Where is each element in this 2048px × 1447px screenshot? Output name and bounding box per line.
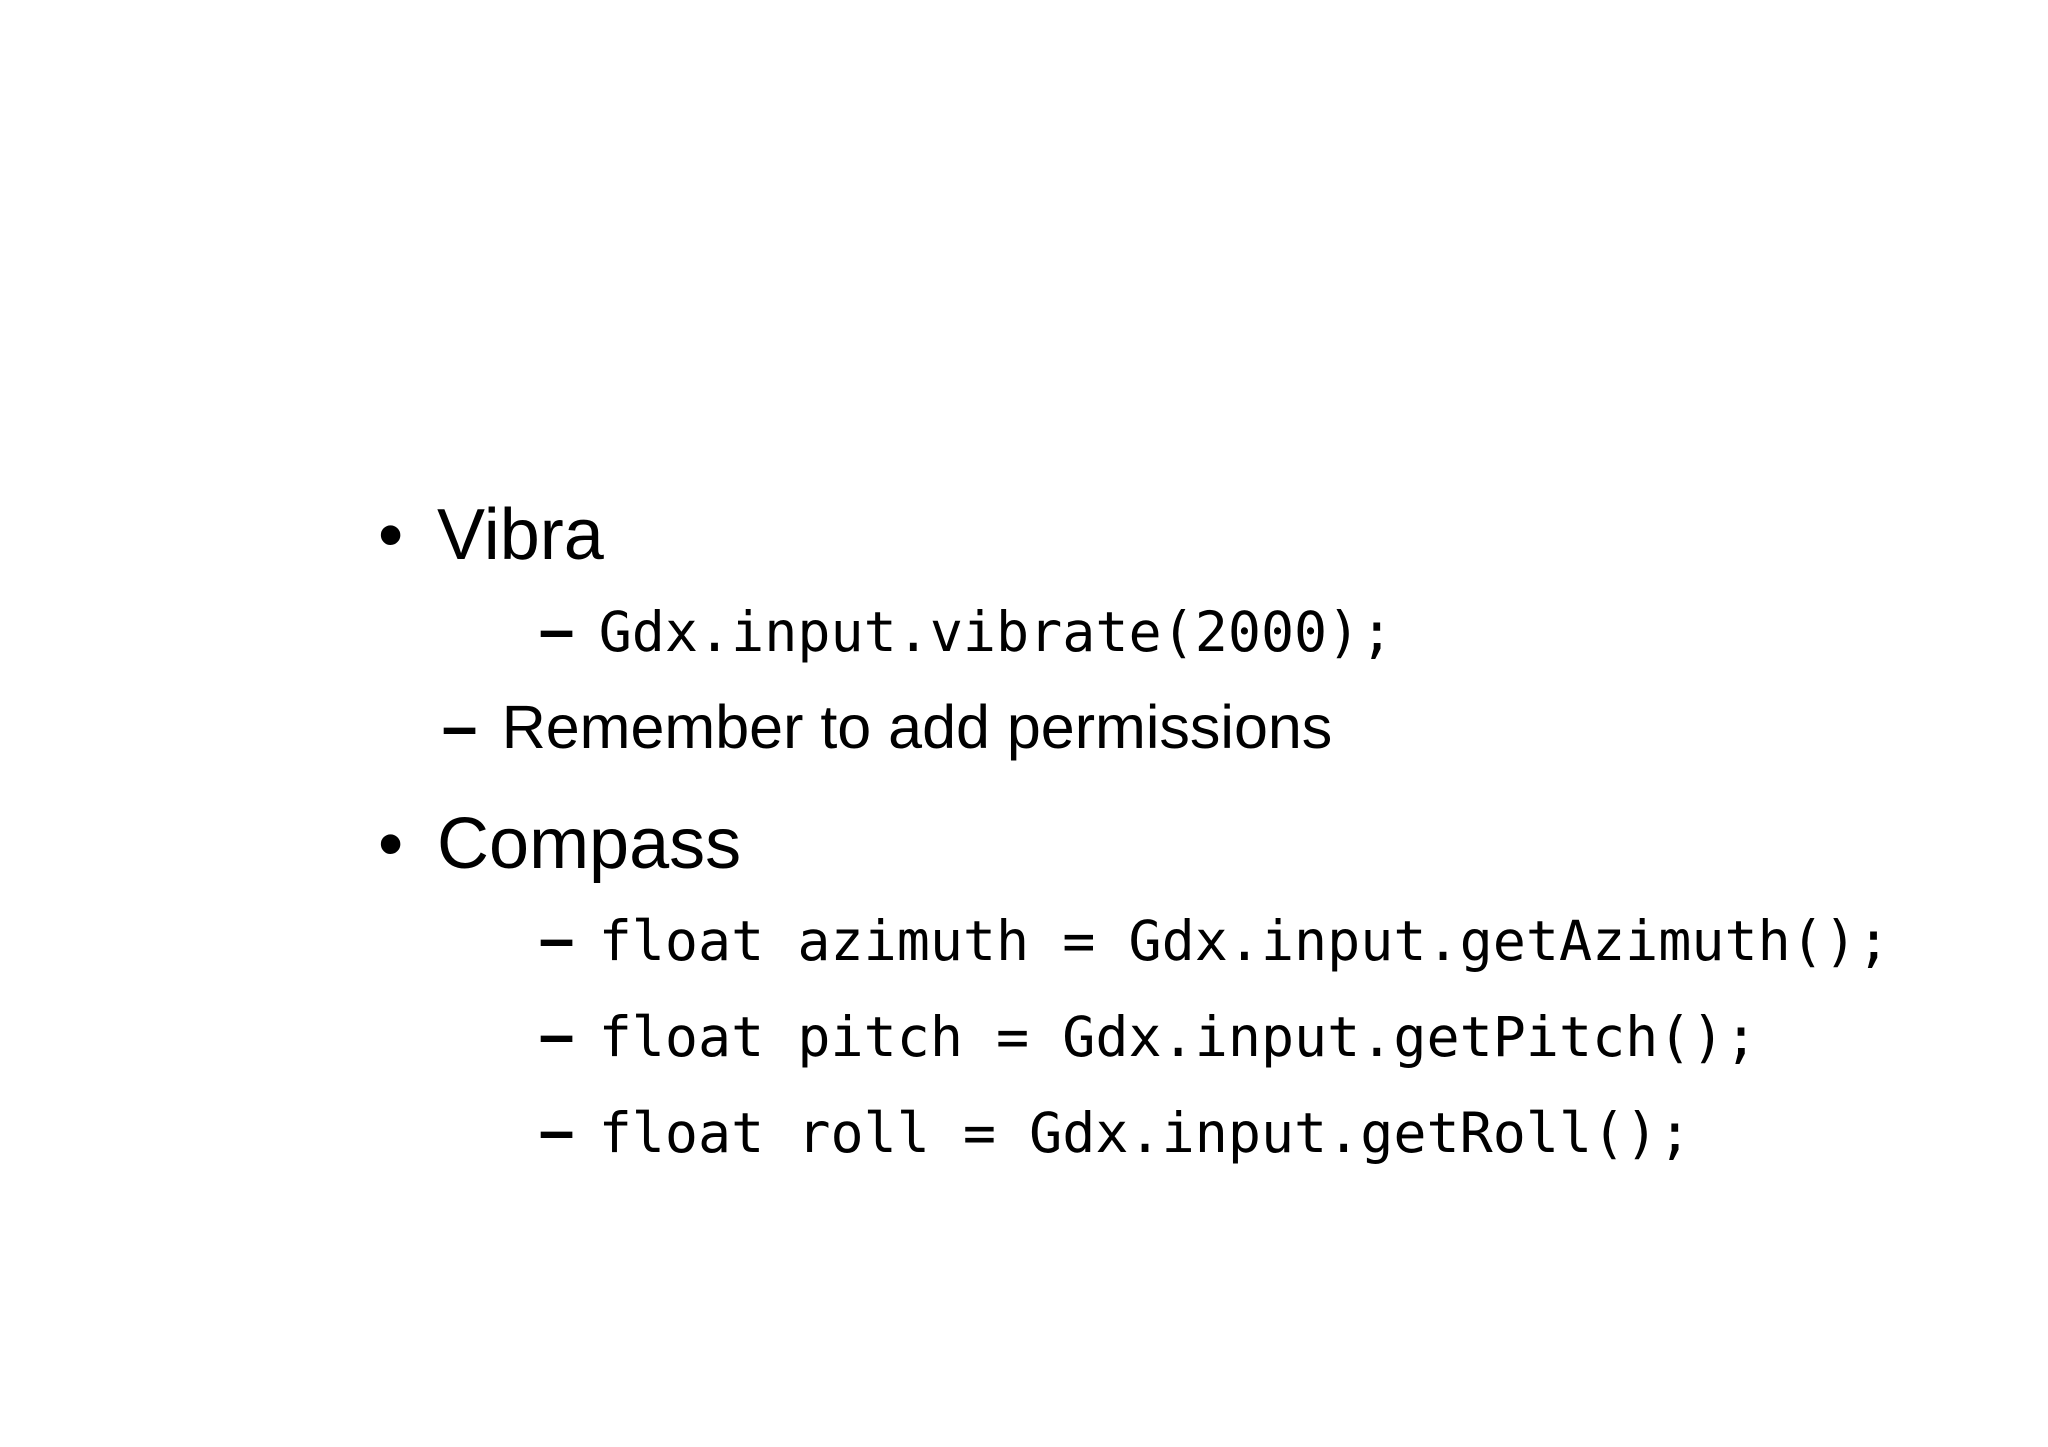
bullet-text: Compass (437, 804, 742, 884)
dash-marker-icon: – (441, 690, 478, 762)
sub-bullet-item-pitch-code: –float pitch = Gdx.input.getPitch(); (0, 890, 2048, 1070)
code-text: Gdx.input.vibrate(2000); (598, 600, 1394, 664)
sub-bullet-text: Remember to add permissions (501, 693, 1333, 761)
bullet-item-vibra: • Vibra (0, 385, 2048, 575)
dash-marker-icon: – (538, 1094, 575, 1166)
sub-bullet-item-permissions: –Remember to add permissions (0, 581, 2048, 762)
dash-marker-icon: – (538, 998, 575, 1070)
bullet-marker-icon: • (378, 804, 404, 884)
code-text: float roll = Gdx.input.getRoll(); (598, 1101, 1692, 1165)
bullet-list: •Vibra –Gdx.input.vibrate(2000); –Rememb… (0, 385, 2048, 1166)
dash-marker-icon: – (538, 902, 575, 974)
code-text: float azimuth = Gdx.input.getAzimuth(); (598, 909, 1891, 973)
bullet-text: Vibra (437, 495, 604, 575)
bullet-item-compass: • Compass (0, 694, 2048, 884)
sub-bullet-item-azimuth-code: –float azimuth = Gdx.input.getAzimuth(); (0, 794, 2048, 974)
code-text: float pitch = Gdx.input.getPitch(); (598, 1005, 1758, 1069)
bullet-marker-icon: • (378, 495, 404, 575)
sub-bullet-item-vibrate-code: –Gdx.input.vibrate(2000); (0, 485, 2048, 665)
dash-marker-icon: – (538, 593, 575, 665)
sub-bullet-item-roll-code: –float roll = Gdx.input.getRoll(); (0, 986, 2048, 1166)
